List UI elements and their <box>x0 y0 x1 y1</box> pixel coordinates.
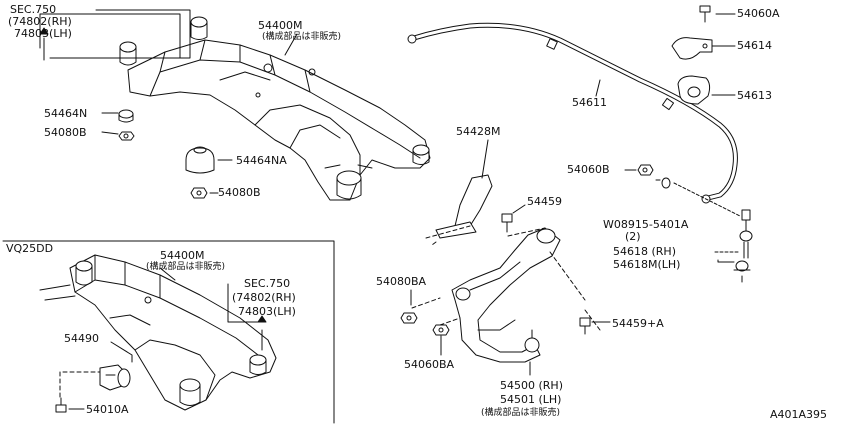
label-74803-top[interactable]: 74803(LH) <box>14 27 72 40</box>
stabilizer-link-54618[interactable] <box>673 182 753 283</box>
nut-54060ba[interactable] <box>432 324 450 356</box>
label-54400m-top[interactable]: 54400M <box>258 19 303 32</box>
front-suspension-member-vq25dd[interactable] <box>39 254 277 411</box>
bolt-54010a[interactable] <box>55 397 67 413</box>
label-vq25dd: VQ25DD <box>6 242 54 255</box>
label-note-top: (構成部品は非販売) <box>262 32 342 42</box>
stabilizer-bar-54611[interactable] <box>407 22 738 204</box>
vq25dd-frame <box>2 240 335 424</box>
label-74802-top[interactable]: (74802(RH) <box>8 15 72 28</box>
label-54060b[interactable]: 54060B <box>567 163 610 176</box>
label-54464na[interactable]: 54464NA <box>236 154 287 167</box>
nut-54080b-top[interactable] <box>118 131 135 141</box>
label-54459[interactable]: 54459 <box>527 195 562 208</box>
bolt-54459[interactable] <box>501 204 526 233</box>
label-74802-bot[interactable]: (74802(RH) <box>232 291 296 304</box>
label-54459a[interactable]: 54459+A <box>612 317 664 330</box>
transverse-link-54500[interactable] <box>451 227 561 363</box>
label-54490[interactable]: 54490 <box>64 332 99 345</box>
label-54618m[interactable]: 54618M(LH) <box>613 258 681 271</box>
assembly-lines-arm <box>411 225 601 331</box>
label-54611[interactable]: 54611 <box>572 96 607 109</box>
nut-54060b[interactable] <box>624 164 654 176</box>
leader-lines-bar <box>595 13 736 97</box>
label-74803-bot[interactable]: 74803(LH) <box>238 305 296 318</box>
label-54500[interactable]: 54500 (RH) <box>500 379 563 392</box>
label-sec750-bot[interactable]: SEC.750 <box>244 277 291 290</box>
leader-lines-top <box>101 33 298 194</box>
label-note-arm: (構成部品は非販売) <box>481 408 561 418</box>
bracket-54490[interactable] <box>99 364 131 391</box>
diagram-id: A401A395 <box>770 408 828 421</box>
label-54060ba[interactable]: 54060BA <box>404 358 455 371</box>
label-54080b-2[interactable]: 54080B <box>218 186 261 199</box>
label-54618[interactable]: 54618 (RH) <box>613 245 676 258</box>
bolt-54459a[interactable] <box>579 317 611 335</box>
label-54080ba[interactable]: 54080BA <box>376 275 427 288</box>
label-sec750-top[interactable]: SEC.750 <box>10 3 57 16</box>
label-54010a[interactable]: 54010A <box>86 403 129 416</box>
front-suspension-member-top[interactable] <box>119 16 431 201</box>
label-54400m-bot[interactable]: 54400M <box>160 249 205 262</box>
washer-08915[interactable] <box>655 177 671 189</box>
label-54501[interactable]: 54501 (LH) <box>500 393 562 406</box>
bushing-54464na[interactable] <box>185 146 215 174</box>
clamp-54614[interactable] <box>671 37 713 60</box>
nut-54080ba[interactable] <box>400 312 418 324</box>
label-note-bot: (構成部品は非販売) <box>146 262 226 272</box>
label-54428m[interactable]: 54428M <box>456 125 501 138</box>
label-08915-5401a[interactable]: W08915-5401A <box>603 218 689 231</box>
label-08915-qty: (2) <box>625 230 641 243</box>
label-54464n[interactable]: 54464N <box>44 107 88 120</box>
label-54614[interactable]: 54614 <box>737 39 772 52</box>
label-54080b-1[interactable]: 54080B <box>44 126 87 139</box>
label-54060a[interactable]: 54060A <box>737 7 780 20</box>
bushing-54613[interactable] <box>677 75 711 105</box>
bushing-54464n[interactable] <box>118 109 134 123</box>
bracket-54428m[interactable] <box>435 139 493 239</box>
leader-lines-arm <box>410 289 531 376</box>
nut-54080b-mid[interactable] <box>190 187 208 199</box>
label-54613[interactable]: 54613 <box>737 89 772 102</box>
leader-lines-bottom <box>59 267 267 410</box>
sec750-top-callout <box>39 9 191 61</box>
bolt-54060a[interactable] <box>699 5 711 23</box>
